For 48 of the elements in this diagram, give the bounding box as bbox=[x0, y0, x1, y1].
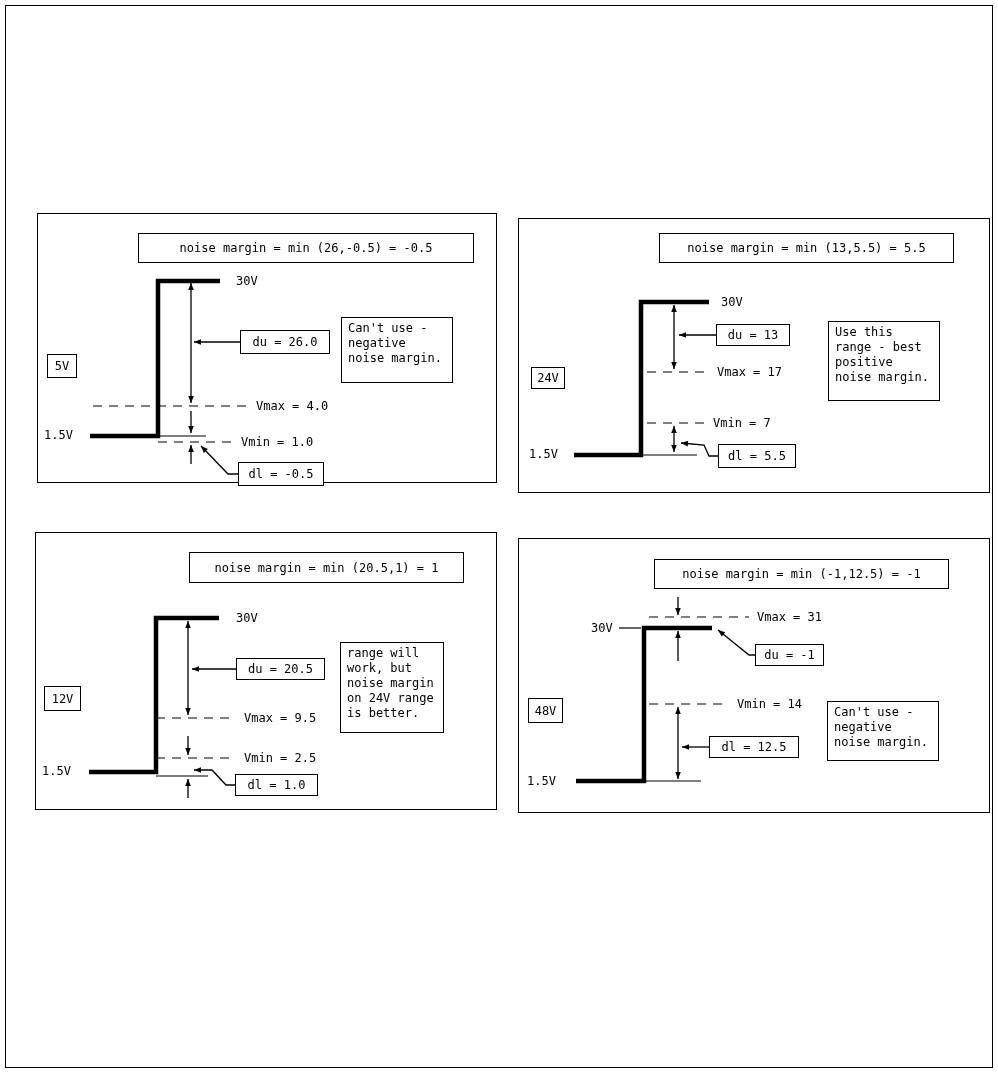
level-label: 30V bbox=[721, 295, 743, 309]
diagram-panel bbox=[35, 532, 497, 810]
measurement-box: dl = 1.0 bbox=[235, 774, 318, 796]
measurement-box: du = 20.5 bbox=[236, 658, 325, 680]
level-label: Vmax = 17 bbox=[717, 365, 783, 379]
measurement-box: dl = -0.5 bbox=[238, 462, 324, 486]
level-label: Vmax = 31 bbox=[757, 610, 823, 624]
range-box: 48V bbox=[528, 698, 563, 723]
leader-arrow bbox=[681, 744, 710, 750]
note-box: Can't use - negative noise margin. bbox=[341, 317, 453, 383]
formula-box: noise margin = min (-1,12.5) = -1 bbox=[654, 559, 949, 589]
diagram-panel bbox=[518, 218, 990, 493]
range-box: 5V bbox=[47, 354, 77, 378]
range-box: 24V bbox=[531, 367, 565, 389]
level-label: 1.5V bbox=[42, 764, 71, 778]
formula-box: noise margin = min (20.5,1) = 1 bbox=[189, 552, 464, 583]
level-label: 1.5V bbox=[529, 447, 558, 461]
level-label: 30V bbox=[236, 611, 258, 625]
measurement-box: du = 26.0 bbox=[240, 330, 330, 354]
level-label: 30V bbox=[236, 274, 258, 288]
leader-arrow bbox=[678, 332, 717, 338]
level-label: Vmin = 1.0 bbox=[241, 435, 314, 449]
level-label: 1.5V bbox=[44, 428, 73, 442]
note-box: Can't use - negative noise margin. bbox=[827, 701, 939, 761]
measurement-box: dl = 12.5 bbox=[709, 736, 799, 758]
range-box: 12V bbox=[44, 686, 81, 711]
measurement-box: dl = 5.5 bbox=[718, 444, 796, 468]
formula-box: noise margin = min (26,-0.5) = -0.5 bbox=[138, 233, 474, 263]
leader-arrow bbox=[191, 666, 237, 672]
level-label: Vmax = 4.0 bbox=[256, 399, 329, 413]
level-label: Vmin = 2.5 bbox=[244, 751, 317, 765]
leader-arrow bbox=[193, 767, 236, 786]
diagram-panel bbox=[518, 538, 990, 813]
diagram-panel bbox=[37, 213, 497, 483]
formula-box: noise margin = min (13,5.5) = 5.5 bbox=[659, 233, 954, 263]
note-box: Use this range - best positive noise margin. bbox=[828, 321, 940, 401]
measurement-box: du = 13 bbox=[716, 324, 790, 346]
level-label: 30V bbox=[591, 621, 613, 635]
note-box: range will work, but noise margin on 24V range is better. bbox=[340, 642, 444, 733]
leader-arrow bbox=[193, 339, 241, 345]
level-label: 1.5V bbox=[527, 774, 556, 788]
level-label: Vmin = 7 bbox=[713, 416, 771, 430]
leader-arrow bbox=[680, 440, 719, 457]
level-label: Vmin = 14 bbox=[737, 697, 803, 711]
leader-arrow bbox=[717, 629, 756, 656]
leader-arrow bbox=[200, 445, 239, 475]
level-label: Vmax = 9.5 bbox=[244, 711, 317, 725]
measurement-box: du = -1 bbox=[755, 644, 824, 666]
